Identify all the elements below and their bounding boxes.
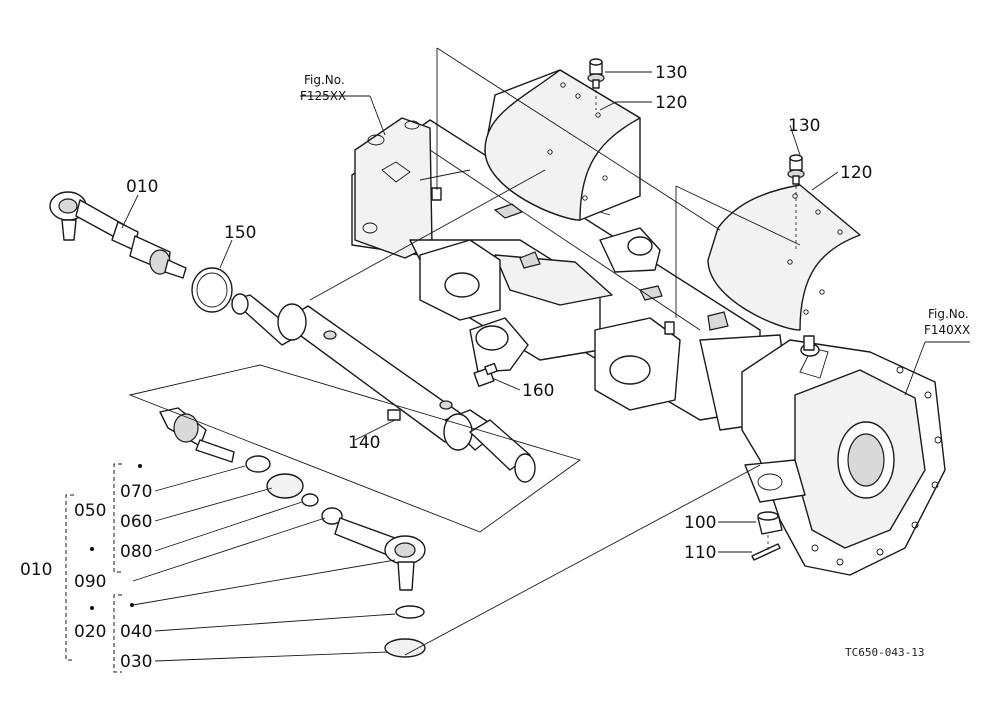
part-label-120-a: 120 [655,93,687,113]
part-label-080: 080 [120,542,152,562]
bolt-160 [473,362,498,388]
tie-rod-assembly-bottom [159,407,426,658]
axle-housing [351,117,791,431]
part-label-040: 040 [120,622,152,642]
part-label-010-left: 010 [20,560,52,580]
part-label-090: 090 [74,572,106,592]
part-label-050: 050 [74,501,106,521]
diagram-id: TC650-043-13 [845,646,924,659]
group-dot [90,547,94,551]
nut-100 [757,511,783,535]
part-label-160: 160 [522,381,554,401]
part-label-030: 030 [120,652,152,672]
fig-ref-right-line2: F140XX [924,323,970,337]
part-label-110: 110 [684,543,716,563]
tie-rod-end-010-top [49,191,187,279]
group-dot [90,606,94,610]
part-label-070: 070 [120,482,152,502]
fig-ref-left-line1: Fig.No. [304,73,345,87]
guard-120-bottom [707,184,861,331]
explode-lines [128,47,801,656]
steering-cylinder-140 [231,293,536,483]
part-label-120-b: 120 [840,163,872,183]
cotter-pin-110 [751,543,781,561]
part-label-010-top: 010 [126,177,158,197]
fig-ref-left-line2: F125XX [300,89,346,103]
part-label-130-a: 130 [655,63,687,83]
part-label-100: 100 [684,513,716,533]
group-brackets [65,463,142,673]
part-label-130-b: 130 [788,116,820,136]
part-label-140: 140 [348,433,380,453]
group-dot [138,464,142,468]
final-case [741,335,946,576]
part-label-020: 020 [74,622,106,642]
fig-ref-right-line1: Fig.No. [928,307,969,321]
part-label-060: 060 [120,512,152,532]
guard-120-top [484,69,641,221]
group-dot [130,603,134,607]
leader-lines [121,71,970,662]
snap-ring-150 [191,267,233,313]
bolt-130-bottom [787,154,805,185]
bolt-130-top [587,58,605,89]
part-label-150: 150 [224,223,256,243]
